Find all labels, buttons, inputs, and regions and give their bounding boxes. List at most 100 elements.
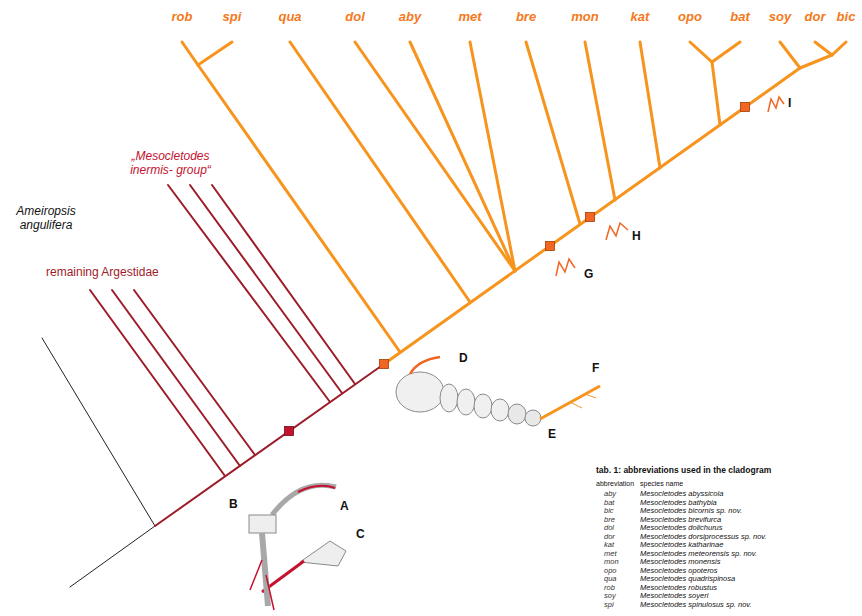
furca — [540, 386, 600, 419]
branch — [800, 55, 832, 68]
body-segment — [474, 394, 492, 418]
body-segment — [525, 410, 541, 426]
table-species-name: Mesocletodes opoteros — [640, 567, 718, 576]
figure-letter: I — [788, 97, 791, 111]
table-species-name: Mesocletodes dolichurus — [640, 524, 723, 533]
taxon-label: bat — [730, 10, 750, 25]
table-abbreviation: dor — [604, 533, 615, 542]
branch — [815, 42, 846, 55]
table-species-name: Mesocletodes dorsiprocessus sp. nov. — [640, 533, 767, 542]
tree-lines — [42, 42, 846, 587]
furca-setae — [570, 394, 596, 408]
table-abbreviation: qua — [604, 575, 617, 584]
argestidae-branch — [112, 290, 240, 466]
branch — [290, 42, 470, 302]
branch — [198, 65, 400, 352]
node-square — [285, 427, 294, 436]
figure-letter: B — [229, 498, 238, 512]
figure-letter: D — [459, 352, 468, 366]
body-segment — [457, 389, 475, 415]
character-icon — [556, 259, 575, 276]
table-abbreviation: bre — [604, 516, 615, 525]
base-branch — [70, 526, 155, 587]
leg — [262, 533, 268, 606]
table-abbreviation: opo — [604, 567, 617, 576]
table-species-name: Mesocletodes brevifurca — [640, 516, 721, 525]
node-square — [380, 360, 389, 369]
argestidae-branch — [134, 290, 255, 455]
branch — [690, 42, 740, 62]
branch — [470, 42, 515, 271]
figure-letter: E — [548, 428, 556, 442]
branch — [182, 42, 232, 65]
branch — [410, 42, 515, 271]
mesocletodes-spine — [384, 68, 800, 364]
table-abbreviation: aby — [604, 490, 616, 499]
taxon-label: met — [458, 10, 481, 25]
table-species-name: Mesocletodes robustus — [640, 584, 717, 593]
figure-letter: C — [356, 528, 365, 542]
taxon-label: opo — [678, 10, 702, 25]
body-segment — [508, 404, 526, 424]
inermis-branch — [190, 185, 342, 393]
argestidae-branch — [90, 290, 225, 476]
body-segment — [491, 399, 509, 421]
taxon-label: dor — [805, 10, 826, 25]
figure-letter: F — [592, 362, 599, 376]
table-abbreviation: spi — [604, 601, 614, 610]
appendage — [300, 541, 346, 566]
outgroup-label: Ameiropsis angulifera — [6, 205, 86, 233]
cephalothorax — [396, 372, 444, 412]
taxon-label: kat — [631, 10, 650, 25]
node-square — [586, 213, 595, 222]
table-abbreviation: mon — [604, 558, 619, 567]
mesocletodes-clade — [182, 42, 846, 364]
table-abbreviation: soy — [604, 592, 616, 601]
node-square — [546, 242, 555, 251]
taxon-label: aby — [399, 10, 421, 25]
branch — [526, 42, 580, 224]
table-species-name: Mesocletodes soyeri — [640, 592, 708, 601]
table-abbreviation: dol — [604, 524, 614, 533]
group-label: remaining Argestidae — [46, 266, 159, 280]
table-species-name: Mesocletodes bathybia — [640, 499, 717, 508]
branch — [355, 42, 515, 271]
table-species-name: Mesocletodes spinulosus sp. nov. — [640, 601, 752, 610]
outgroup-branch — [42, 338, 155, 526]
table-species-name: Mesocletodes bicornis sp. nov. — [640, 507, 742, 516]
taxon-label: mon — [571, 10, 598, 25]
antenna-seta — [298, 486, 335, 492]
branch — [712, 62, 720, 125]
figure-letter: A — [340, 500, 349, 514]
table-header: abbreviation — [596, 480, 634, 488]
character-icon — [606, 223, 628, 240]
figure-letter: H — [632, 230, 641, 244]
table-abbreviation: rob — [604, 584, 615, 593]
argestidae-spine — [155, 364, 384, 526]
taxon-label: spi — [223, 10, 242, 25]
body-segment — [440, 384, 458, 412]
taxon-label: dol — [345, 10, 365, 25]
taxon-label: rob — [172, 10, 193, 25]
table-species-name: Mesocletodes quadrispinosa — [640, 575, 735, 584]
appendage-figures — [249, 485, 346, 610]
group-label: „Mesocletodes inermis- group“ — [118, 150, 223, 178]
table-abbreviation: bat — [604, 499, 614, 508]
table-abbreviation: met — [604, 550, 617, 559]
leg-base — [249, 515, 276, 533]
table-title: tab. 1: abbreviations used in the cladog… — [596, 466, 771, 476]
antenna — [272, 485, 336, 515]
table-species-name: Mesocletodes katharinae — [640, 541, 723, 550]
node-square — [741, 103, 750, 112]
apomorphy-markers — [285, 103, 750, 436]
table-species-name: Mesocletodes abyssicola — [640, 490, 723, 499]
taxon-label: bre — [516, 10, 536, 25]
taxon-label: soy — [769, 10, 791, 25]
inermis-branch — [212, 185, 355, 384]
branch — [640, 42, 660, 168]
branch — [780, 42, 800, 68]
leg-setae — [250, 560, 274, 610]
table-abbreviation: bic — [604, 507, 614, 516]
character-icon — [768, 97, 784, 112]
